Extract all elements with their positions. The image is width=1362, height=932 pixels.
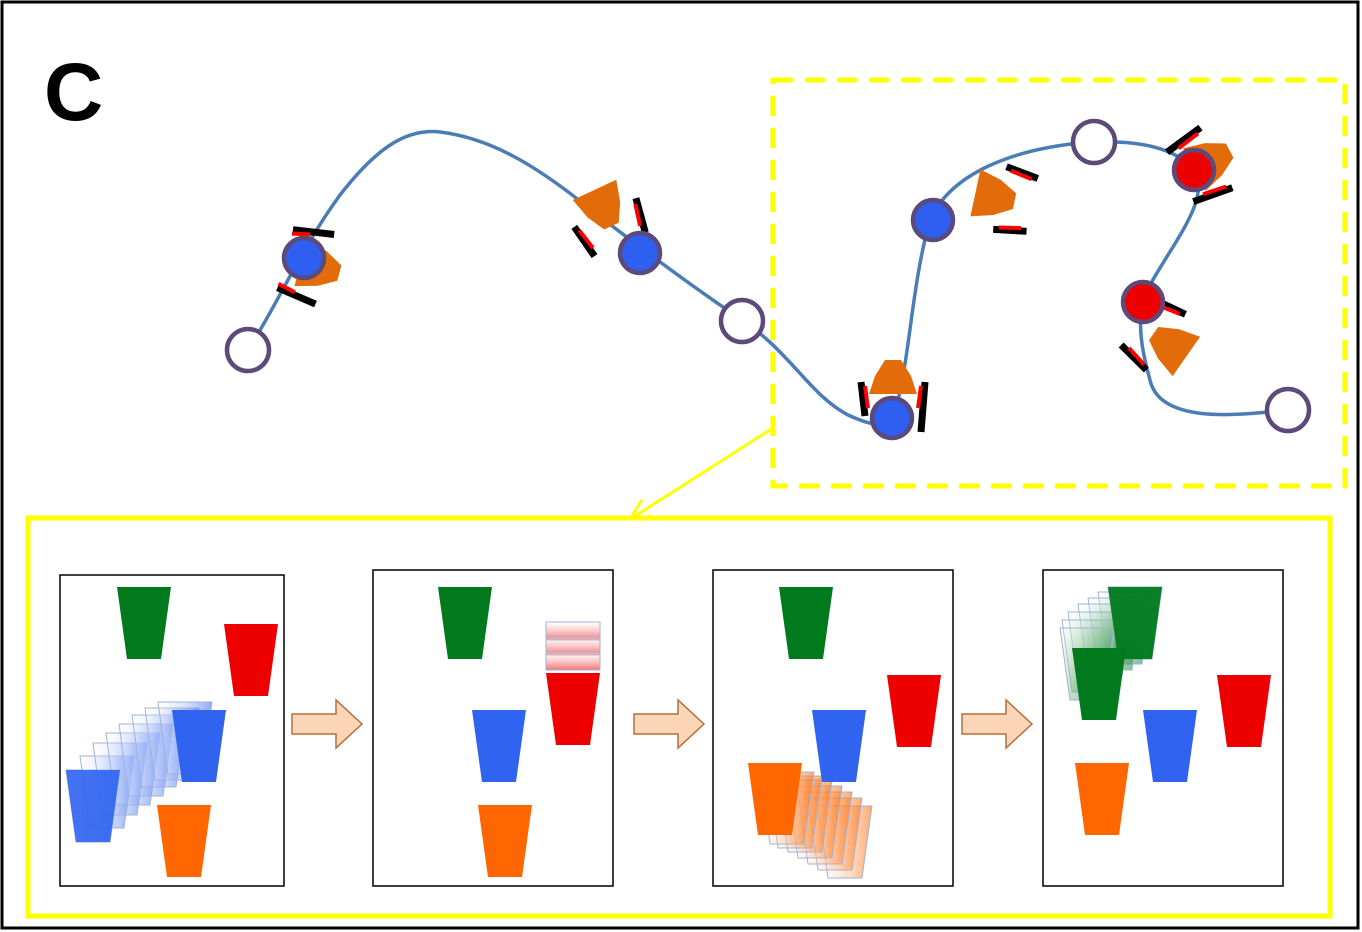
waypoint-red-1: [1171, 147, 1217, 193]
step-arrow-2: [633, 698, 706, 750]
gripper-tip: [916, 385, 923, 409]
gripper-tip: [863, 385, 870, 409]
zoom-pointer-arrow: [631, 426, 774, 520]
waypoint-start-empty: [224, 326, 272, 374]
cup-green: [1072, 648, 1126, 720]
scene-panels: [59, 569, 1284, 887]
robot-gripper: [571, 179, 649, 259]
gripper-finger: [1192, 184, 1234, 205]
gripper-finger: [1005, 163, 1040, 182]
gripper-tip: [277, 282, 296, 295]
cup-blue: [172, 710, 226, 782]
cup-green: [779, 587, 833, 659]
gripper-finger: [632, 197, 649, 234]
cup-green: [117, 587, 171, 659]
robot-body: [970, 169, 1017, 217]
scene-step-4: [1042, 569, 1284, 887]
waypoint-blue-4: [910, 197, 956, 243]
cup-blue: [1143, 710, 1197, 782]
highlight-dashed-box: [770, 77, 1348, 489]
cup-ghost-red: [545, 651, 601, 671]
cup-red: [1217, 675, 1271, 747]
waypoint-end-empty: [1264, 386, 1312, 434]
cup-red: [546, 673, 600, 745]
gripper-tip: [1177, 131, 1200, 150]
cup-orange: [157, 805, 211, 877]
gripper-finger: [1118, 342, 1149, 373]
step-arrow-1: [291, 698, 364, 750]
gripper-finger: [993, 225, 1027, 235]
gripper-finger: [292, 226, 335, 238]
robot-gripper: [970, 163, 1040, 235]
gripper-tip: [577, 228, 595, 250]
cup-orange: [478, 805, 532, 877]
scene-step-2: [372, 569, 614, 887]
robot-body: [1149, 326, 1201, 377]
waypoint-blue-2: [617, 230, 663, 276]
cup-green: [438, 587, 492, 659]
scene-step-1: [59, 574, 285, 887]
robots: [276, 124, 1234, 433]
gripper-tip: [1202, 184, 1227, 197]
gripper-finger: [276, 284, 317, 308]
robot-gripper: [857, 360, 929, 433]
robot-body: [572, 179, 621, 230]
waypoint-empty-3: [1070, 118, 1118, 166]
gripper-finger: [571, 224, 598, 259]
trajectory-path: [246, 129, 1289, 427]
gripper-finger: [857, 381, 869, 417]
gripper-tip: [633, 203, 643, 227]
gripper-finger: [1164, 124, 1203, 155]
cup-red: [224, 624, 278, 696]
scene-step-3: [712, 569, 954, 887]
gripper-finger: [917, 381, 929, 433]
waypoint-red-2: [1120, 279, 1166, 325]
detail-panel-frame: [25, 515, 1333, 919]
waypoint-blue-3: [869, 395, 915, 441]
waypoint-blue-1: [281, 235, 327, 281]
cup-orange: [748, 763, 802, 835]
gripper-tip: [1010, 168, 1033, 182]
gripper-tip: [291, 231, 311, 237]
cup-green-target: [1108, 587, 1162, 659]
panel-label: C: [44, 47, 104, 138]
waypoint-empty-2: [718, 297, 766, 345]
gripper-tip: [1127, 346, 1146, 367]
step-arrows: [291, 698, 1034, 750]
cup-blue: [472, 710, 526, 782]
cup-blue-start: [66, 770, 120, 842]
cup-blue: [812, 710, 866, 782]
step-arrow-3: [961, 698, 1034, 750]
waypoints: [224, 118, 1312, 441]
gripper-tip: [998, 225, 1022, 231]
cup-orange: [1075, 763, 1129, 835]
cup-red: [887, 675, 941, 747]
robot-body: [869, 360, 917, 394]
